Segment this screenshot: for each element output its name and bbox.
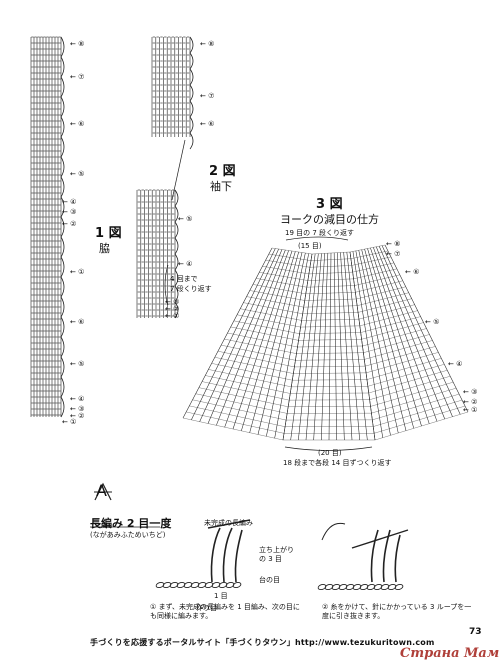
figure2-connector xyxy=(171,139,186,201)
step1-label-one-stitch: 1 目 xyxy=(214,592,228,600)
figure3-wedge-center xyxy=(282,251,376,441)
figure3-number: 3 図 xyxy=(316,197,343,212)
figure2-repeat-note-2: 7 段くり返す xyxy=(170,285,212,293)
figure1-row-marker: ← ④ xyxy=(62,198,77,206)
figure2-row-marker: ← ④ xyxy=(178,260,193,268)
figure1-row-marker: ← ⑥ xyxy=(70,120,85,128)
figure2-row-marker: ← ⑥ xyxy=(200,120,215,128)
figure2-lower-chart xyxy=(136,189,176,318)
figure3-row-marker: ← ② xyxy=(463,398,478,406)
figure2-row-marker: ← ② xyxy=(165,305,180,313)
figure1-edge xyxy=(60,36,65,418)
footer-text: 手づくりを応援するポータルサイト「手づくりタウン」http://www.tezu… xyxy=(90,638,435,647)
figure1-row-marker: ← ⑧ xyxy=(70,40,85,48)
figure3-row-marker: ← ⑧ xyxy=(386,240,401,248)
figure3-row-marker: ← ① xyxy=(463,406,478,414)
figure3-bottom-count: (20 目) xyxy=(318,449,342,457)
figure1-row-marker: ← ③ xyxy=(70,405,85,413)
figure3-top-count: (15 目) xyxy=(298,242,322,250)
figure2-name: 袖下 xyxy=(210,180,232,193)
figure1-row-marker: ← ② xyxy=(62,220,77,228)
figure1-row-marker: ← ⑤ xyxy=(70,360,85,368)
figure1-row-marker: ← ④ xyxy=(70,395,85,403)
step1-foundation-chain xyxy=(155,581,242,589)
page-number: 73 xyxy=(469,627,482,637)
figure2-number: 2 図 xyxy=(209,164,236,179)
figure3-row-marker: ← ⑦ xyxy=(386,250,401,258)
figure3-row-marker: ← ④ xyxy=(448,360,463,368)
step2-yarn xyxy=(321,522,346,541)
step1-label-foundation: 作り目 xyxy=(196,604,217,612)
step1-stitches xyxy=(210,527,243,583)
technique-symbol-shape xyxy=(94,482,112,501)
figure2-row-marker: ← ③ xyxy=(165,298,180,306)
figure3-bottom-note: 18 段まで各段 14 目ずつくり返す xyxy=(283,459,392,467)
figure1-number: 1 図 xyxy=(95,226,122,241)
figure3-title: ヨークの減目の仕方 xyxy=(280,213,379,226)
technique-title: 長編み 2 目一度 xyxy=(90,517,172,530)
watermark: Страна Мам xyxy=(400,646,500,661)
figure2-row-marker: ← ⑧ xyxy=(200,40,215,48)
figure3-row-marker: ← ③ xyxy=(463,388,478,396)
figure3-row-marker: ← ⑥ xyxy=(405,268,420,276)
figure2-row-marker: ← ⑤ xyxy=(178,215,193,223)
figure2-row-marker: ← ⑦ xyxy=(200,92,215,100)
figure3-bottom-bracket xyxy=(284,446,373,451)
figure1-row-marker: ← ⑦ xyxy=(70,73,85,81)
figure3-wedge-left xyxy=(182,247,313,441)
figure2-upper-edge xyxy=(189,36,194,150)
figure1-row-marker: ← ⑤ xyxy=(70,170,85,178)
figure1-row-marker: ← ① xyxy=(70,268,85,276)
figure1-row-marker: ← ① xyxy=(62,418,77,426)
step1-label-base-stitch: 台の目 xyxy=(259,576,280,584)
step1-hook xyxy=(207,519,251,529)
figure2-row-marker: ← ① xyxy=(165,312,180,320)
technique-symbol: A xyxy=(96,481,107,500)
figure2-lower-edge xyxy=(174,189,179,319)
step1-caption: ① まず、未完成の長編みを 1 目編み、次の目にも同様に編みます。 xyxy=(150,603,300,620)
step1-label-incomplete: 未完成の長編み xyxy=(204,519,253,527)
figure2-repeat-note-1: 4 回まで xyxy=(170,275,198,283)
figure3-top-bracket xyxy=(285,236,349,241)
step2-stitches xyxy=(370,529,401,583)
figure1-row-marker: ← ② xyxy=(70,412,85,420)
step2-hook xyxy=(351,529,409,549)
figure1-name: 脇 xyxy=(99,242,110,255)
step1-label-turning-chain: 立ち上がりの 3 目 xyxy=(259,546,294,563)
figure3-row-marker: ← ⑤ xyxy=(425,318,440,326)
figure3-wedge-right xyxy=(349,244,469,441)
technique-reading: (ながあみふためいちど) xyxy=(90,531,166,539)
figure3-top-note: 19 目の 7 段くり返す xyxy=(285,229,355,237)
figure1-chart xyxy=(30,36,62,417)
figure1-row-marker: ← ⑥ xyxy=(70,318,85,326)
step2-caption: ② 糸をかけて、針にかかっている 3 ループを一度に引き抜きます。 xyxy=(322,603,472,620)
step2-foundation-chain xyxy=(317,583,404,591)
figure1-row-marker: ← ③ xyxy=(62,208,77,216)
figure2-repeat-bracket xyxy=(164,264,169,306)
figure2-upper-chart xyxy=(151,36,191,137)
